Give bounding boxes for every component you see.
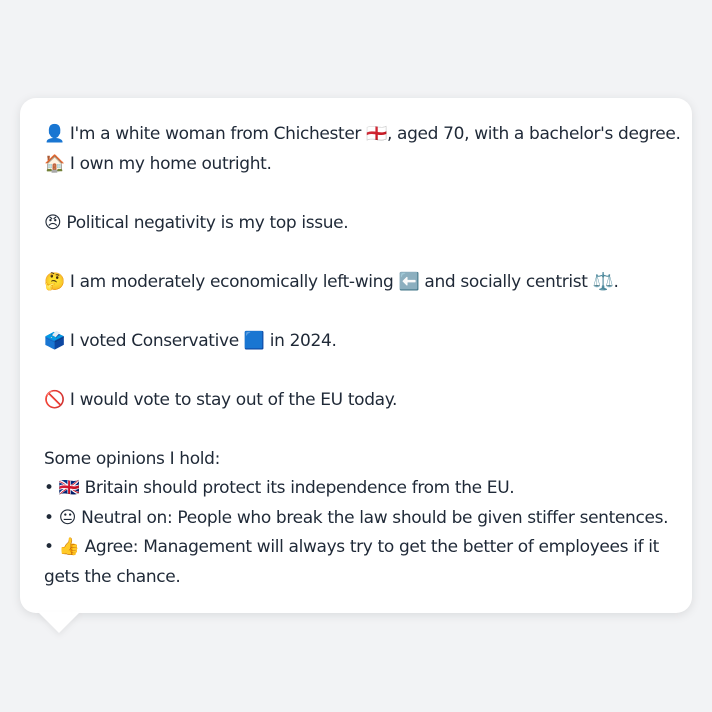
spacer	[44, 297, 672, 327]
housing-line: 🏠 I own my home outright.	[44, 153, 272, 174]
eu-vote-line: 🚫 I would vote to stay out of the EU tod…	[44, 389, 398, 410]
opinions-heading: Some opinions I hold:	[44, 448, 220, 469]
opinion-item: • 😐 Neutral on: People who break the law…	[44, 507, 669, 528]
profile-card: 👤 I'm a white woman from Chichester 🏴󠁧󠁢󠁥…	[20, 98, 692, 613]
opinion-item: • 👍 Agree: Management will always try to…	[44, 537, 659, 587]
demographics-line: 👤 I'm a white woman from Chichester 🏴󠁧󠁢󠁥…	[44, 124, 681, 144]
spacer	[44, 356, 672, 386]
spacer	[44, 179, 672, 209]
ideology-line: 🤔 I am moderately economically left-wing…	[44, 271, 619, 292]
opinion-item: • 🇬🇧 Britain should protect its independ…	[44, 478, 515, 498]
speech-bubble-tail	[38, 612, 80, 633]
top-issue-line: 😠 Political negativity is my top issue.	[44, 212, 349, 233]
spacer	[44, 415, 672, 445]
vote-line: 🗳️ I voted Conservative 🟦 in 2024.	[44, 330, 337, 351]
spacer	[44, 238, 672, 268]
